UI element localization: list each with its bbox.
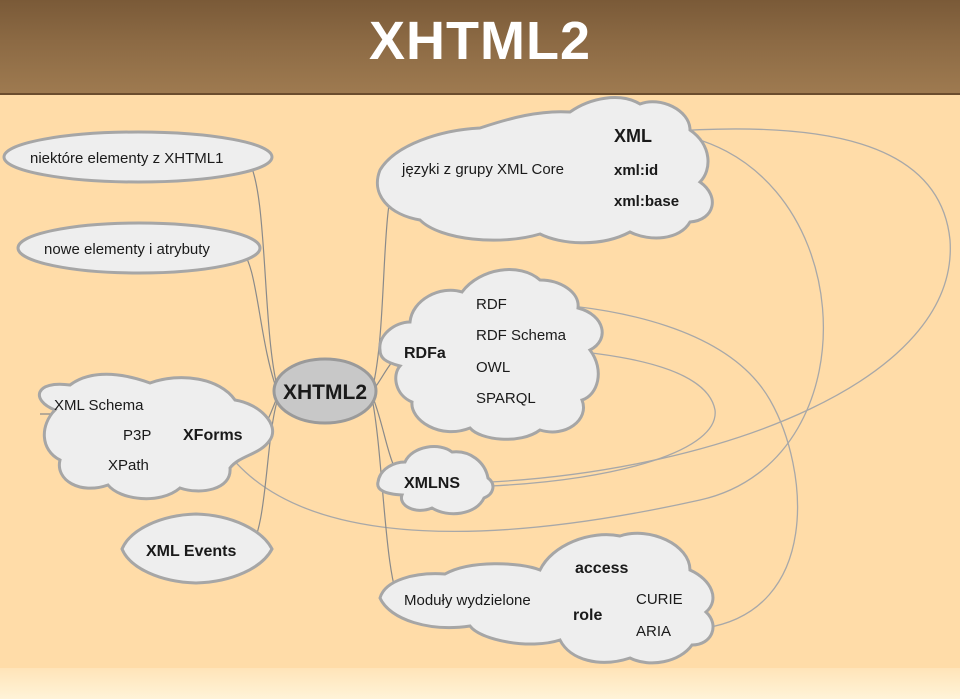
xforms-child-xml-schema: XML Schema — [54, 397, 144, 414]
node-moduly-label: Moduły wydzielone — [404, 592, 531, 609]
rdfa-child-sparql: SPARQL — [476, 390, 536, 407]
node-xmlns-label: XMLNS — [404, 475, 460, 492]
xforms-child-xpath: XPath — [108, 457, 149, 474]
xml-core-child-xml-id: xml:id — [614, 162, 658, 179]
xml-core-child-xml: XML — [614, 126, 652, 146]
node-xml-events-label: XML Events — [146, 543, 237, 560]
moduly-child-aria: ARIA — [636, 623, 671, 640]
xforms-child-p3p: P3P — [123, 427, 151, 444]
moduly-child-role: role — [573, 607, 602, 624]
node-xmlns[interactable]: XMLNS — [376, 445, 495, 516]
node-xml-core[interactable]: języki z grupy XML Core XML xml:id xml:b… — [375, 96, 714, 245]
node-rdfa-label: RDFa — [404, 345, 446, 362]
moduly-child-access: access — [575, 560, 628, 577]
node-niektore-label: niektóre elementy z XHTML1 — [30, 150, 223, 167]
rdfa-child-rdf: RDF — [476, 296, 507, 313]
xml-core-child-xml-base: xml:base — [614, 193, 679, 210]
node-center-label: XHTML2 — [283, 381, 367, 404]
node-rdfa[interactable]: RDFa RDF RDF Schema OWL SPARQL — [378, 268, 604, 441]
node-xml-core-label: języki z grupy XML Core — [401, 161, 564, 178]
node-nowe[interactable]: nowe elementy i atrybuty — [16, 221, 262, 275]
node-niektore[interactable]: niektóre elementy z XHTML1 — [2, 130, 274, 184]
node-moduly[interactable]: Moduły wydzielone access role CURIE ARIA — [378, 531, 715, 665]
moduly-child-curie: CURIE — [636, 591, 683, 608]
link-aria-to-rdf — [510, 296, 799, 629]
footer-band — [0, 668, 960, 699]
page-title: XHTML2 — [369, 11, 591, 71]
node-center[interactable]: XHTML2 — [272, 357, 378, 425]
rdfa-child-owl: OWL — [476, 359, 510, 376]
node-xforms-label: XForms — [183, 427, 243, 444]
link-xmlns-to-xml — [489, 125, 951, 483]
node-xml-events[interactable]: XML Events — [120, 512, 274, 585]
cross-links — [221, 125, 951, 629]
rdfa-child-rdf-schema: RDF Schema — [476, 327, 567, 344]
node-xforms[interactable]: XML Schema P3P XPath XForms — [37, 372, 274, 501]
link-xforms-to-xml — [221, 127, 824, 532]
header-bar: XHTML2 — [0, 0, 960, 95]
node-nowe-label: nowe elementy i atrybuty — [44, 241, 210, 258]
